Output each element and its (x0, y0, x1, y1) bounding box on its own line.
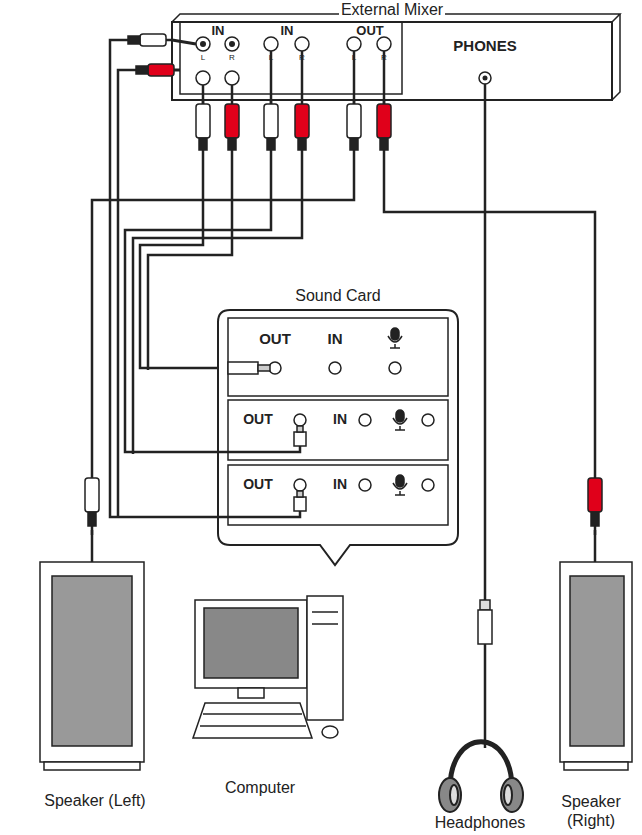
node-label: Computer (223, 778, 297, 797)
node-label: External Mixer (339, 0, 445, 19)
mixer-box: External Mixer (172, 0, 612, 100)
channel-label: L (201, 54, 205, 62)
node-label: Speaker (Left) (42, 791, 147, 810)
channel-label: L (269, 54, 273, 62)
speaker-node: Speaker (Left) (20, 535, 170, 810)
port-label: OUT (243, 477, 273, 491)
audio-cable (110, 40, 218, 517)
port-label: IN (212, 24, 225, 37)
port-label: IN (328, 331, 343, 346)
port-label: OUT (259, 331, 291, 346)
headphones-node: Headphones (420, 700, 540, 832)
port-label: OUT (356, 24, 383, 37)
channel-label: R (299, 54, 305, 62)
audio-cable (140, 100, 218, 368)
port-label: IN (281, 24, 294, 37)
port-label: OUT (243, 412, 273, 426)
speaker-node: Speaker (Right) (542, 535, 640, 830)
node-label: Speaker (Right) (542, 792, 640, 830)
channel-label: L (352, 54, 356, 62)
port-label: IN (333, 477, 347, 491)
channel-label: R (381, 54, 387, 62)
port-label: IN (333, 412, 347, 426)
sound-card-panel: Sound Card (218, 286, 458, 548)
computer-node: Computer (175, 585, 345, 797)
port-label: PHONES (453, 38, 516, 53)
node-label: Headphones (433, 813, 528, 832)
node-label: Sound Card (293, 286, 382, 305)
channel-label: R (229, 54, 235, 62)
